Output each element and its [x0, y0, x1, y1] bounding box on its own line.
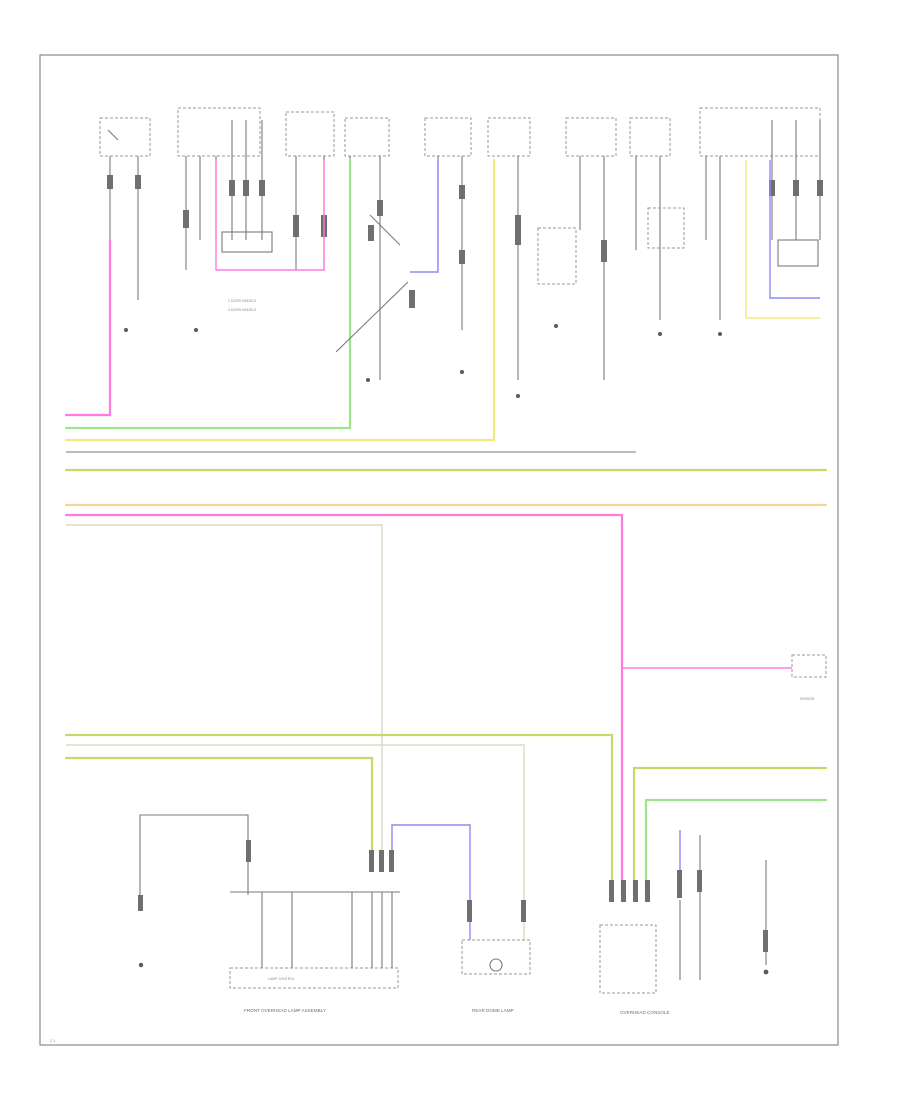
overhead-console-label: OVERHEAD CONSOLE — [620, 1010, 670, 1015]
switch-sliding-door — [565, 117, 617, 380]
switch-left-front-door — [99, 117, 151, 300]
sensor-label: SENSOR — [800, 697, 815, 701]
switch-left-rear-door — [177, 107, 273, 270]
middle-buses — [64, 468, 828, 897]
wire-green-top — [64, 158, 352, 430]
door-legend: 2 DOOR MODELS 4 DOOR MODELS — [228, 299, 257, 312]
top-switch-blocks: 2 DOOR MODELS 4 DOOR MODELS — [64, 107, 823, 453]
switch-right-front-door-a — [344, 117, 401, 380]
wire-blue-top — [410, 160, 439, 273]
wire-blue-bottom — [391, 824, 471, 940]
wire-pink-mid — [64, 513, 624, 897]
switch-liftgate — [285, 111, 335, 270]
rear-dome-label: REAR DOME LAMP — [472, 1008, 514, 1013]
diagram-frame — [39, 54, 839, 1046]
page-reference: C-1 — [50, 1039, 56, 1043]
switch-right-rear-door-b — [629, 117, 685, 320]
lamp-assembly-label: FRONT OVERHEAD LAMP ASSEMBLY — [244, 1008, 326, 1013]
wire-olive-right-1 — [632, 766, 828, 897]
wire-yellow-right — [745, 160, 820, 319]
wire-gray-mid — [66, 524, 383, 860]
front-overhead-lamp-assembly: FRONT OVERHEAD LAMP ASSEMBLY LAMP CONTRO… — [138, 814, 400, 1013]
switch-passenger-side — [699, 107, 823, 320]
wire-blue-right — [769, 160, 820, 299]
rear-dome-lamp: REAR DOME LAMP — [461, 900, 531, 1013]
wire-gray-bottom — [66, 744, 525, 940]
wire-pink-switch — [215, 160, 325, 271]
wire-olive-bottom-2 — [64, 756, 374, 872]
lamp-control-label: LAMP CONTROL — [268, 977, 295, 981]
sensor-block: SENSOR — [622, 654, 827, 701]
legend-line-2: 4 DOOR MODELS — [228, 308, 257, 312]
bottom-buses — [64, 733, 828, 940]
wire-olive-bottom-1 — [64, 733, 614, 897]
legend-line-1: 2 DOOR MODELS — [228, 299, 257, 303]
top-ground-points — [124, 324, 722, 398]
overhead-console: OVERHEAD CONSOLE — [599, 835, 769, 1015]
wire-green-right-2 — [644, 798, 828, 897]
wire-pink-top — [64, 238, 112, 417]
wire-yellow-top — [64, 158, 496, 442]
switch-right-rear-door — [409, 117, 472, 330]
switch-right-front-door-b — [487, 117, 577, 380]
